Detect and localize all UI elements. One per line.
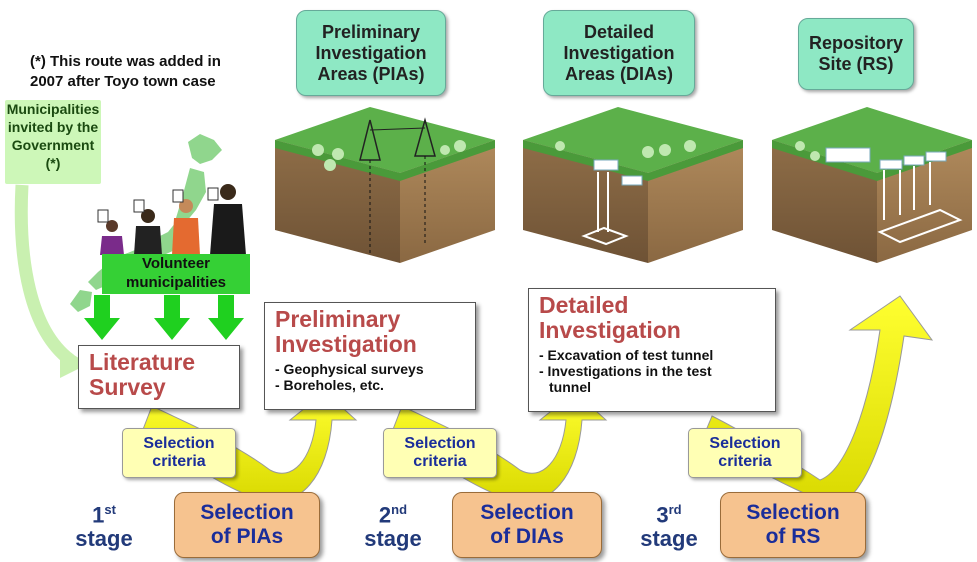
stage1-yellow-arrow (141, 391, 358, 503)
selection-criteria-2: Selection criteria (383, 428, 497, 478)
stage-3-label: 3rd stage (633, 498, 705, 551)
stage3-sup: rd (668, 502, 682, 517)
literature-line1: Literature (89, 349, 196, 375)
rs-line2: Site (RS) (818, 54, 894, 74)
sel-dia-line2: of DIAs (490, 525, 564, 548)
route-note-line1: (*) This route was added in (30, 53, 221, 70)
stage2-word: stage (364, 526, 422, 552)
criteria1-line2: criteria (152, 453, 206, 470)
literature-survey-box: Literature Survey (78, 345, 240, 409)
detailed-line2: Investigation (539, 317, 681, 343)
preliminary-line2: Investigation (275, 331, 417, 357)
pia-ground-block (275, 107, 495, 263)
preliminary-bullet2: - Boreholes, etc. (275, 377, 384, 393)
rs-area-label: Repository Site (RS) (798, 18, 914, 90)
stage-2-label: 2nd stage (356, 498, 430, 551)
preliminary-line1: Preliminary (275, 306, 401, 332)
volunteer-municipalities-box: Volunteer municipalities (102, 254, 250, 294)
volunteer-line2: municipalities (125, 274, 227, 291)
dia-area-label: Detailed Investigation Areas (DIAs) (543, 10, 695, 96)
stage1-word: stage (75, 526, 133, 552)
invited-line4: (*) (45, 155, 61, 171)
detailed-bullet1: - Excavation of test tunnel (539, 347, 714, 363)
criteria3-line1: Selection (709, 435, 781, 452)
stage2-sup: nd (391, 502, 408, 517)
criteria2-line1: Selection (404, 435, 476, 452)
sel-rs-line2: of RS (765, 525, 821, 548)
stage-1-label: 1st stage (74, 498, 134, 551)
selection-of-rs: Selection of RS (720, 492, 866, 558)
volunteer-down-arrows (84, 295, 244, 340)
rs-ground-block (772, 107, 972, 263)
route-note-line2: 2007 after Toyo town case (30, 73, 216, 90)
volunteer-line1: Volunteer (141, 255, 211, 272)
pia-line2: Investigation (315, 42, 427, 63)
people-illustration (97, 184, 246, 255)
detailed-investigation-box: Detailed Investigation - Excavation of t… (528, 288, 776, 412)
selection-criteria-1: Selection criteria (122, 428, 236, 478)
literature-line2: Survey (89, 374, 166, 400)
selection-criteria-3: Selection criteria (688, 428, 802, 478)
stage1-sup: st (104, 502, 116, 517)
pia-area-label: Preliminary Investigation Areas (PIAs) (296, 10, 446, 96)
invited-municipalities-box: Municipalities invited by the Government… (5, 100, 101, 184)
invited-line1: Municipalities (6, 101, 100, 117)
route-note: (*) This route was added in 2007 after T… (30, 52, 221, 92)
criteria2-line2: criteria (413, 453, 467, 470)
detailed-bullet2: - Investigations in the test (539, 363, 712, 379)
detailed-bullet2-cont: tunnel (549, 379, 591, 395)
preliminary-bullet1: - Geophysical surveys (275, 361, 424, 377)
dia-line3: Areas (DIAs) (564, 63, 674, 84)
pia-line1: Preliminary (321, 21, 421, 42)
dia-ground-block (523, 107, 743, 263)
stage3-word: stage (640, 526, 698, 552)
selection-of-dias: Selection of DIAs (452, 492, 602, 558)
sel-pia-line2: of PIAs (210, 525, 284, 548)
sel-dia-line1: Selection (480, 501, 574, 524)
invited-line2: invited by the (7, 119, 99, 135)
selection-of-pias: Selection of PIAs (174, 492, 320, 558)
rs-line1: Repository (808, 33, 904, 53)
stage1-num: 1 (92, 502, 105, 528)
invited-route-arrow (14, 184, 75, 366)
criteria3-line2: criteria (718, 453, 772, 470)
sel-pia-line1: Selection (200, 501, 294, 524)
stage2-num: 2 (378, 502, 392, 528)
detailed-line1: Detailed (539, 292, 629, 318)
sel-rs-line1: Selection (746, 501, 840, 524)
criteria1-line1: Selection (143, 435, 215, 452)
stage3-num: 3 (656, 502, 669, 528)
pia-line3: Areas (PIAs) (317, 63, 425, 84)
invited-line3: Government (11, 137, 95, 153)
dia-line2: Investigation (563, 42, 675, 63)
preliminary-investigation-box: Preliminary Investigation - Geophysical … (264, 302, 476, 410)
dia-line1: Detailed (583, 21, 654, 42)
